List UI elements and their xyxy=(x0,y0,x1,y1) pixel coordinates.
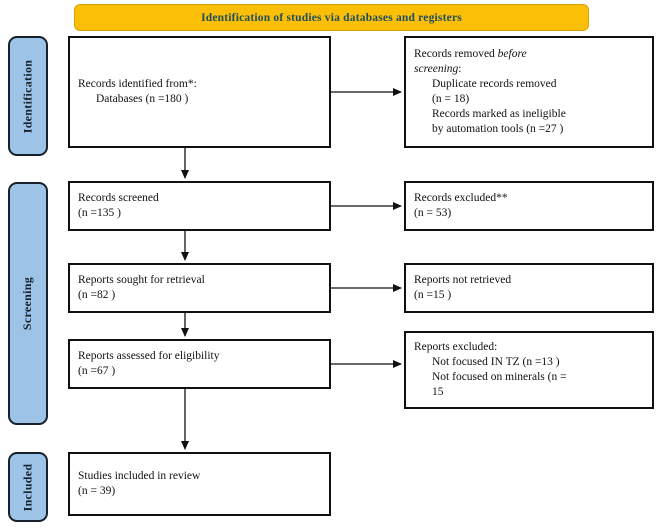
box-reports-assessed-line-2: (n =67 ) xyxy=(78,365,116,377)
box-reports-excluded-line-2: Not focused IN TZ (n =13 ) xyxy=(432,356,560,369)
banner-identification-header: Identification of studies via databases … xyxy=(74,4,589,31)
box-reports-assessed-line-1: Reports assessed for eligibility xyxy=(78,350,220,363)
box-records-removed: Records removed before screening: Duplic… xyxy=(404,36,654,148)
box-reports-excluded: Reports excluded: Not focused IN TZ (n =… xyxy=(404,331,654,409)
box-records-removed-line-3: Duplicate records removed xyxy=(432,78,557,91)
box-records-identified-line-2: Databases (n =180 ) xyxy=(96,93,189,105)
box-records-removed-line-2: screening: xyxy=(414,62,644,77)
box-reports-sought: Reports sought for retrieval (n =82 ) xyxy=(68,263,331,313)
box-records-excluded: Records excluded** (n = 53) xyxy=(404,181,654,231)
box-records-removed-line-1: Records removed before xyxy=(414,47,644,62)
box-records-screened-line-1: Records screened xyxy=(78,192,159,205)
box-reports-sought-line-1: Reports sought for retrieval xyxy=(78,274,205,287)
stage-label-screening-text: Screening xyxy=(20,276,35,331)
box-records-identified: Records identified from*: Databases (n =… xyxy=(68,36,331,148)
box-records-identified-line-1: Records identified from*: xyxy=(78,78,197,91)
box-reports-not-retrieved-line-1: Reports not retrieved xyxy=(414,274,512,287)
box-reports-sought-line-2: (n =82 ) xyxy=(78,289,116,301)
stage-label-screening: Screening xyxy=(8,182,48,425)
box-records-screened-line-2: (n =135 ) xyxy=(78,207,121,219)
box-records-removed-line-6: by automation tools (n =27 ) xyxy=(432,122,564,135)
box-reports-excluded-line-3: Not focused on minerals (n = xyxy=(432,371,567,383)
box-reports-assessed: Reports assessed for eligibility (n =67 … xyxy=(68,339,331,389)
stage-label-identification: Identification xyxy=(8,36,48,156)
box-records-removed-line-2a: screening xyxy=(414,63,459,76)
box-reports-not-retrieved: Reports not retrieved (n =15 ) xyxy=(404,263,654,313)
box-reports-excluded-line-4: 15 xyxy=(432,385,444,398)
box-reports-excluded-line-1: Reports excluded: xyxy=(414,341,498,354)
box-records-excluded-line-1: Records excluded** xyxy=(414,192,508,205)
box-studies-included-line-2: (n = 39) xyxy=(78,485,116,497)
box-studies-included-line-1: Studies included in review xyxy=(78,470,201,483)
stage-label-included: Included xyxy=(8,452,48,522)
box-reports-not-retrieved-line-2: (n =15 ) xyxy=(414,289,452,301)
box-records-removed-line-4: (n = 18) xyxy=(432,93,470,105)
box-records-removed-line-1b: before xyxy=(497,48,527,61)
box-records-removed-line-5: Records marked as ineligible xyxy=(432,107,566,120)
box-studies-included: Studies included in review (n = 39) xyxy=(68,452,331,516)
banner-title: Identification of studies via databases … xyxy=(201,11,462,24)
box-records-screened: Records screened (n =135 ) xyxy=(68,181,331,231)
box-records-excluded-line-2: (n = 53) xyxy=(414,207,452,219)
stage-label-included-text: Included xyxy=(20,463,35,511)
box-records-removed-line-1a: Records removed xyxy=(414,48,498,61)
box-records-removed-line-2b: : xyxy=(458,63,462,76)
stage-label-identification-text: Identification xyxy=(20,59,35,133)
